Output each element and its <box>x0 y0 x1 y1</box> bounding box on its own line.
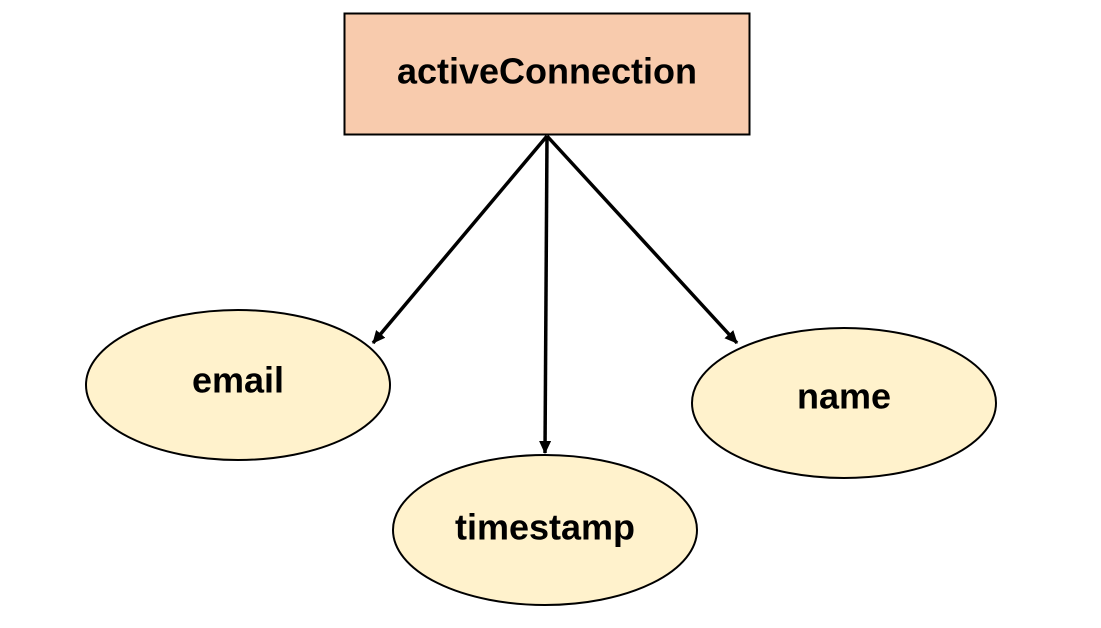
edges <box>371 134 739 454</box>
child-node-name: name <box>691 327 997 479</box>
root-node-label: activeConnection <box>397 51 697 92</box>
child-node-email-label: email <box>192 360 284 401</box>
child-node-email: email <box>85 309 391 461</box>
child-node-email-shape <box>85 309 391 461</box>
root-node: activeConnection <box>343 12 751 136</box>
child-node-name-shape <box>691 327 997 479</box>
edge-root-to-email <box>371 134 549 345</box>
child-node-timestamp-label: timestamp <box>455 507 635 548</box>
edge-root-to-name <box>545 134 739 345</box>
child-node-name-label: name <box>797 376 891 417</box>
child-node-timestamp-shape <box>392 454 698 606</box>
edge-root-to-timestamp <box>539 135 552 454</box>
child-node-timestamp: timestamp <box>392 454 698 606</box>
root-node-box <box>343 12 751 136</box>
